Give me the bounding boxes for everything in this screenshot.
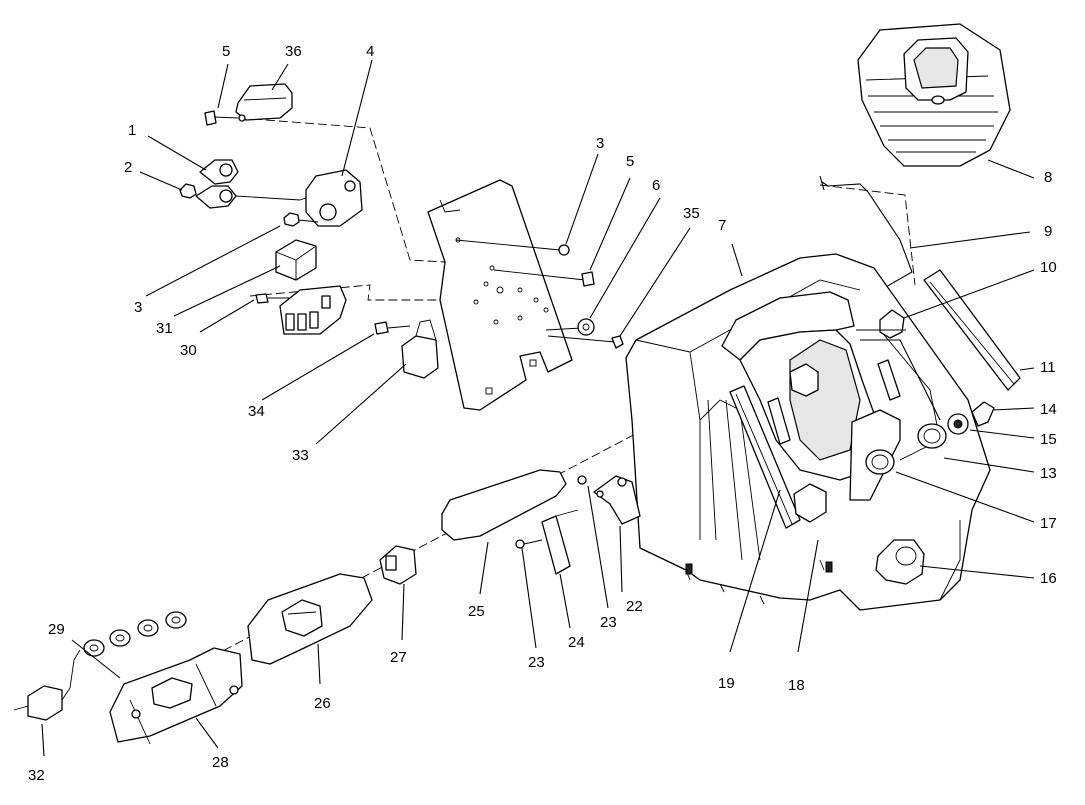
washer-part-13 — [917, 423, 947, 449]
callout-7: 7 — [718, 217, 726, 234]
screw-part — [204, 110, 239, 126]
callout-18: 18 — [788, 677, 805, 694]
callout-28: 28 — [212, 754, 229, 771]
callout-5-right: 5 — [626, 153, 634, 170]
callout-25: 25 — [468, 603, 485, 620]
panel-part-26 — [247, 573, 373, 665]
switch-part-33 — [401, 319, 439, 379]
callout-36: 36 — [285, 43, 302, 60]
callout-17: 17 — [1040, 515, 1057, 532]
callout-11: 11 — [1040, 359, 1056, 376]
callout-26: 26 — [314, 695, 331, 712]
callout-10: 10 — [1040, 259, 1057, 276]
bolt-part-30 — [255, 293, 290, 304]
callout-30: 30 — [180, 342, 197, 359]
shift-boot-part — [857, 23, 1011, 167]
callout-3-right: 3 — [596, 135, 604, 152]
callout-34: 34 — [248, 403, 265, 420]
callout-33: 33 — [292, 447, 309, 464]
lever-bracket-part — [856, 309, 941, 421]
callout-labels: 5 36 4 1 2 3 5 6 35 7 8 9 10 11 14 15 13… — [28, 43, 1057, 784]
washer-part-15 — [947, 413, 969, 435]
nut-part-3 — [283, 212, 319, 227]
console-housing-part — [625, 253, 991, 611]
callout-4: 4 — [366, 43, 374, 60]
callout-31: 31 — [156, 320, 173, 337]
callout-16: 16 — [1040, 570, 1057, 587]
cable-terminal-part — [195, 159, 301, 209]
rod-part — [819, 175, 913, 289]
callout-2: 2 — [124, 159, 132, 176]
knob-part-17 — [865, 449, 895, 475]
callout-9: 9 — [1044, 223, 1052, 240]
connector-part — [13, 649, 81, 721]
callout-1: 1 — [128, 122, 136, 139]
leader-lines — [41, 59, 1035, 757]
bolt-part-34 — [374, 321, 411, 335]
relay-part — [275, 239, 317, 281]
callout-19: 19 — [718, 675, 735, 692]
callout-6: 6 — [652, 177, 660, 194]
plate-fasteners — [455, 239, 624, 349]
callout-23-right: 23 — [600, 614, 617, 631]
callout-14: 14 — [1040, 401, 1057, 418]
cover-strip-part — [923, 269, 1021, 391]
cap-part-16 — [875, 539, 925, 585]
callout-32: 32 — [28, 767, 45, 784]
gasket-part — [441, 469, 567, 541]
callout-8: 8 — [1044, 169, 1052, 186]
mounting-plate-part — [427, 179, 573, 411]
callout-3-left: 3 — [134, 299, 142, 316]
switch-part-27 — [379, 545, 417, 585]
callout-29: 29 — [48, 621, 65, 638]
callout-23-left: 23 — [528, 654, 545, 671]
callout-22: 22 — [626, 598, 643, 615]
callout-13: 13 — [1040, 465, 1057, 482]
clip-part-14 — [971, 401, 995, 427]
solenoid-part — [299, 169, 363, 227]
callout-15: 15 — [1040, 431, 1057, 448]
lamp-knobs-part — [83, 611, 187, 657]
nut-part — [179, 183, 197, 199]
callout-24: 24 — [568, 634, 585, 651]
callout-27: 27 — [390, 649, 407, 666]
relay-cover-part — [235, 83, 293, 122]
callout-35: 35 — [683, 205, 700, 222]
bracket-part-24 — [515, 509, 579, 575]
control-panel-part — [109, 647, 243, 745]
callout-5-top: 5 — [222, 43, 230, 60]
fuse-block-part — [279, 285, 347, 335]
bracket-part-22 — [577, 475, 641, 525]
